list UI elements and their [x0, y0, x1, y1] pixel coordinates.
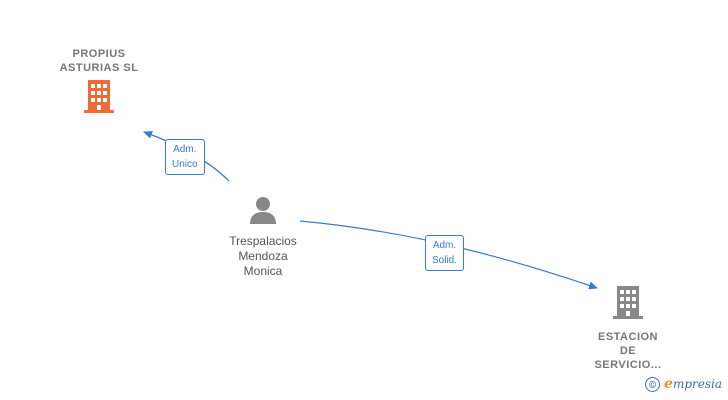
copyright-icon: © [645, 376, 661, 392]
footer-brand: © empresia [645, 376, 722, 392]
edge-label-line: Unico [172, 159, 198, 170]
person-name-line: Mendoza [238, 249, 288, 263]
brand-initial: e [664, 376, 673, 392]
brand-rest: mpresia [672, 377, 722, 391]
edge-label-adm-unico[interactable]: Adm. Unico [165, 139, 205, 175]
company-name-line: ASTURIAS SL [59, 62, 139, 74]
person-name-line: Trespalacios [229, 234, 297, 248]
person-name-line: Monica [243, 264, 283, 278]
company-node-estacion[interactable]: ESTACION DE SERVICIO... [578, 284, 678, 372]
edge-label-line: Adm. [432, 240, 457, 251]
person-icon [250, 197, 276, 224]
company-name-line: PROPIUS [72, 48, 126, 60]
person-name: Trespalacios Mendoza Monica [213, 234, 313, 279]
company-node-propius[interactable]: PROPIUS ASTURIAS SL [38, 47, 160, 119]
building-icon [613, 286, 643, 319]
company-name: PROPIUS ASTURIAS SL [38, 47, 160, 75]
building-icon [84, 80, 114, 113]
person-node[interactable]: Trespalacios Mendoza Monica [213, 195, 313, 279]
company-name-line: ESTACION [597, 331, 659, 343]
edge-person-to-estacion [299, 220, 598, 290]
edge-label-line: Adm. [173, 144, 197, 155]
brand-logo[interactable]: empresia [664, 376, 722, 392]
company-name-line: DE [619, 345, 637, 357]
edge-label-adm-solid[interactable]: Adm. Solid. [425, 235, 465, 271]
company-name-line: SERVICIO... [594, 359, 662, 371]
company-name: ESTACION DE SERVICIO... [578, 330, 678, 372]
edge-label-line: Solid. [432, 255, 458, 266]
